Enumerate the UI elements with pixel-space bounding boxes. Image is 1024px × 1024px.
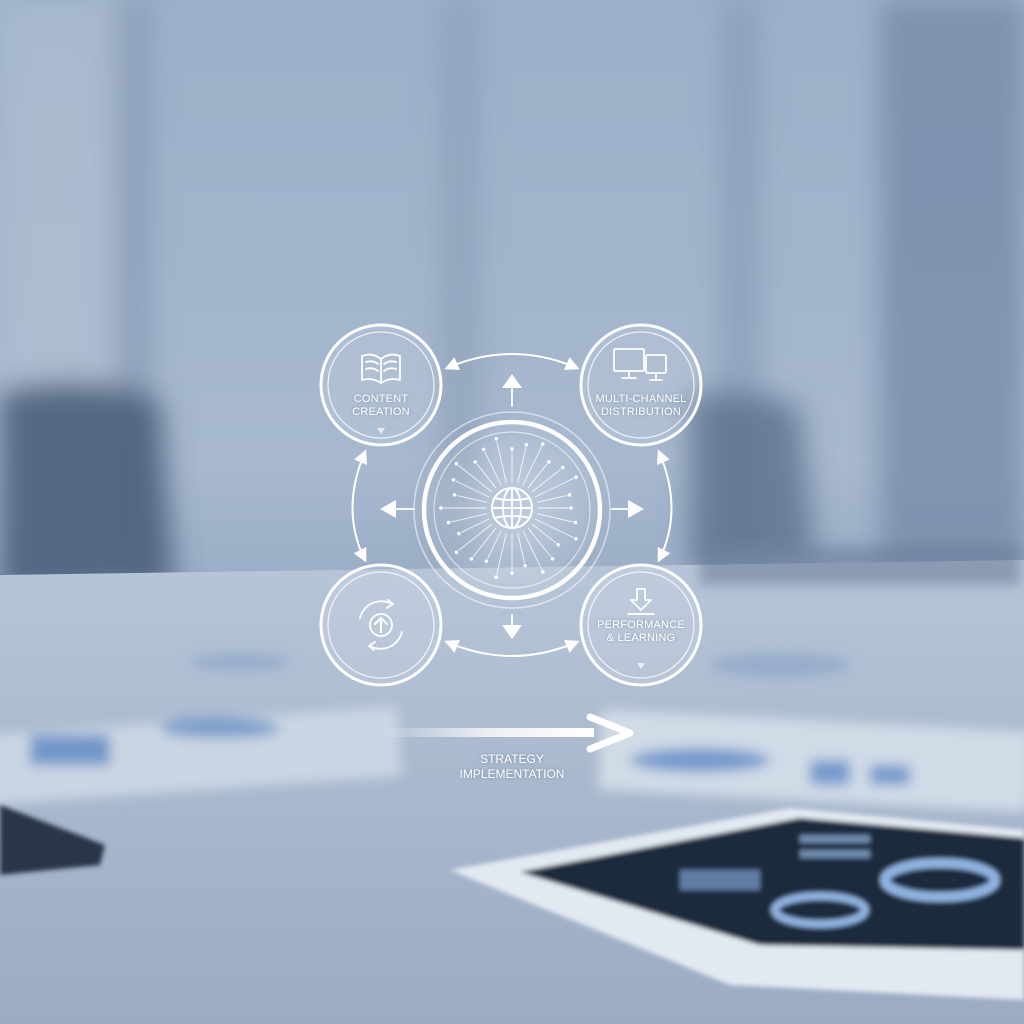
network-rays — [439, 436, 578, 580]
network-node-dot — [567, 493, 572, 497]
network-ray — [455, 480, 490, 498]
network-node-dot — [451, 477, 456, 482]
network-ray — [472, 527, 497, 557]
network-node-dot — [454, 550, 459, 555]
network-node-dot — [550, 557, 555, 561]
network-node-dot — [523, 563, 527, 568]
node-multi-channel-distribution — [579, 323, 703, 447]
refresh-arrow-up-icon — [359, 599, 403, 651]
network-ray — [534, 518, 574, 538]
network-node-dot — [556, 542, 560, 547]
network-node-dot — [510, 571, 514, 575]
hub-arrows — [380, 374, 644, 639]
node-content-creation — [319, 323, 443, 447]
arrow-down-icon — [502, 625, 522, 639]
network-ray — [536, 495, 568, 503]
network-node-dot — [484, 559, 489, 563]
strategy-implementation-caption: STRATEGY IMPLEMENTATION — [459, 752, 565, 781]
network-ray — [531, 523, 557, 544]
network-ray — [476, 463, 497, 489]
network-node-dot — [569, 506, 573, 510]
node-cycle — [319, 563, 443, 687]
network-ray — [461, 518, 490, 533]
network-node-dot — [494, 575, 499, 580]
network-ray — [527, 463, 548, 489]
cycle-diagram — [319, 323, 703, 753]
strategy-arrow — [376, 713, 634, 753]
open-book-icon — [361, 353, 401, 384]
node-performance-learning — [579, 563, 703, 687]
network-node-dot — [452, 493, 457, 497]
network-node-dot — [573, 520, 578, 525]
down-caret-icon — [377, 428, 385, 434]
node-label-multi-channel-distribution: MULTI-CHANNEL DISTRIBUTION — [595, 393, 687, 418]
network-ray — [517, 532, 525, 564]
arrow-up-icon — [502, 374, 522, 388]
network-ray — [496, 441, 507, 484]
network-ray — [458, 465, 493, 493]
network-ray — [527, 527, 552, 557]
network-node-dot — [469, 557, 474, 561]
network-ray — [522, 530, 542, 570]
network-node-dot — [541, 442, 545, 446]
monitors-icon — [613, 348, 667, 381]
network-node-dot — [510, 447, 514, 451]
network-node-dot — [446, 520, 451, 525]
network-ray — [451, 513, 488, 523]
arrow-left-icon — [380, 500, 396, 518]
network-node-dot — [546, 460, 551, 464]
network-node-dot — [574, 537, 578, 541]
network-ray — [456, 495, 488, 503]
network-node-dot — [541, 570, 545, 574]
download-arrow-icon — [627, 588, 655, 615]
network-ray — [487, 530, 502, 559]
network-node-dot — [494, 436, 499, 441]
network-node-dot — [473, 460, 478, 464]
network-ray — [534, 478, 574, 498]
network-node-dot — [481, 447, 486, 452]
node-label-content-creation: CONTENT CREATION — [352, 393, 410, 418]
network-node-dot — [439, 506, 443, 510]
globe-icon — [491, 487, 533, 529]
network-ray — [458, 523, 493, 551]
network-node-dot — [457, 531, 461, 536]
network-ray — [536, 513, 573, 523]
network-ray — [484, 451, 502, 486]
network-node-dot — [454, 461, 459, 466]
network-node-dot — [561, 465, 565, 470]
node-label-performance-learning: PERFORMANCE & LEARNING — [597, 619, 685, 644]
down-caret-icon — [637, 663, 645, 669]
network-node-dot — [524, 442, 529, 447]
network-ray — [496, 532, 507, 575]
network-node-dot — [574, 475, 578, 479]
network-ray — [522, 446, 542, 486]
connector-arcs — [351, 353, 673, 657]
network-ray — [531, 468, 561, 493]
hub — [413, 411, 611, 609]
arrow-right-icon — [628, 500, 644, 518]
network-ray — [517, 447, 527, 484]
